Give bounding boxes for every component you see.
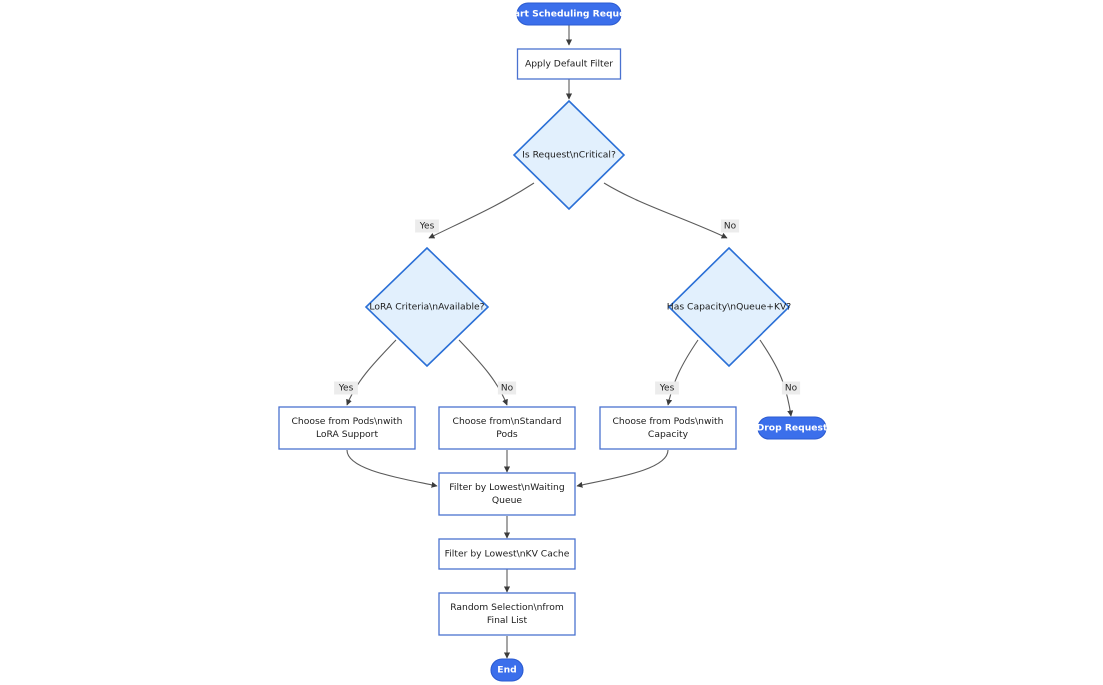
node-label-capacity: Has Capacity\nQueue+KV? [667,302,792,313]
node-label-drop: Drop Request [757,423,828,434]
node-end[interactable]: End [490,658,524,682]
node-label-end: End [497,665,516,676]
node-label-critical: Is Request\nCritical? [522,150,616,161]
edge-label-critical-no: No [720,219,740,233]
node-shape-rect [599,406,737,450]
edge-label-text: Yes [659,384,675,394]
edge-capacity-to-drop [759,339,794,417]
edge-label-background [720,219,740,233]
edge-capacity-to-pods_cap [666,339,699,406]
node-shape-pill [757,416,827,440]
edge-critical-to-capacity [603,182,728,239]
node-shape-pill [516,2,622,26]
edge-label-lora-no: No [497,381,517,395]
node-shape-rect [516,48,622,80]
node-shape-rect [438,538,576,570]
edge-label-background [497,381,517,395]
node-start[interactable]: Start Scheduling Request [503,2,636,26]
node-shape-pill [490,658,524,682]
node-label-pods_lora: Choose from Pods\nwith [291,416,402,427]
node-lora[interactable]: LoRA Criteria\nAvailable? [364,246,490,368]
node-shape-diamond [667,246,791,368]
node-label-random: Final List [487,615,528,626]
edge-label-capacity-yes: Yes [655,381,679,395]
edge-label-text: Yes [419,222,435,232]
node-shape-diamond [364,246,490,368]
node-label-pods_cap: Choose from Pods\nwith [612,416,723,427]
node-shape-rect [438,472,576,516]
node-label-filter_q: Queue [492,495,523,506]
edge-pods_lora-to-filter_q [346,449,438,488]
node-capacity[interactable]: Has Capacity\nQueue+KV? [667,246,792,368]
node-shape-rect [438,406,576,450]
edge-lora-to-pods_lora [346,339,397,406]
edge-critical-to-lora [428,182,535,239]
node-drop[interactable]: Drop Request [757,416,828,440]
node-label-pods_std: Pods [496,429,518,440]
node-label-apply: Apply Default Filter [525,59,613,70]
node-label-lora: LoRA Criteria\nAvailable? [369,302,484,313]
node-label-random: Random Selection\nfrom [450,602,564,613]
edge-label-lora-yes: Yes [334,381,358,395]
node-filter_kv[interactable]: Filter by Lowest\nKV Cache [438,538,576,570]
edge-label-background [415,219,439,233]
node-shape-rect [278,406,416,450]
node-label-pods_std: Choose from\nStandard [453,416,562,427]
node-label-start: Start Scheduling Request [503,9,636,20]
edge-label-text: No [501,384,514,394]
edge-label-text: No [724,222,737,232]
node-label-filter_kv: Filter by Lowest\nKV Cache [445,549,570,560]
edge-lora-to-pods_std [458,339,508,406]
edge-label-critical-yes: Yes [415,219,439,233]
node-shape-rect [438,592,576,636]
node-shape-diamond [512,99,626,211]
node-critical[interactable]: Is Request\nCritical? [512,99,626,211]
edge-label-background [334,381,358,395]
node-label-filter_q: Filter by Lowest\nWaiting [449,482,564,493]
edge-layer [346,25,794,659]
edge-pods_cap-to-filter_q [576,449,669,488]
edge-label-background [781,381,801,395]
edge-label-text: Yes [338,384,354,394]
node-label-pods_lora: LoRA Support [316,429,379,440]
edge-label-background [655,381,679,395]
node-apply[interactable]: Apply Default Filter [516,48,622,80]
edge-label-text: No [785,384,798,394]
node-label-pods_cap: Capacity [648,429,689,440]
edge-label-capacity-no: No [781,381,801,395]
